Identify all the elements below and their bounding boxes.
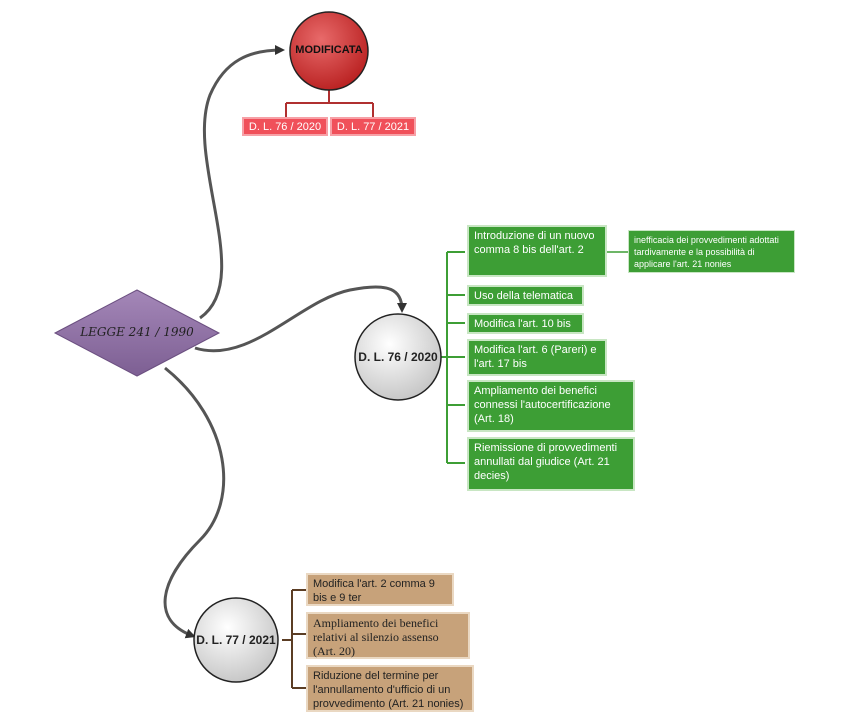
dl77-bracket bbox=[282, 589, 306, 689]
legge-label: LEGGE 241 / 1990 bbox=[80, 325, 194, 339]
connector-to-dl77 bbox=[163, 366, 226, 639]
modificata-label: MODIFICATA bbox=[295, 44, 363, 56]
connector-to-dl76 bbox=[194, 285, 407, 353]
dl77-circle bbox=[193, 597, 279, 683]
legge-diamond bbox=[53, 289, 221, 377]
dl76-item-riemissione: Riemissione di provvedimenti annullati d… bbox=[467, 437, 635, 491]
connector-to-modificata bbox=[199, 45, 285, 320]
modificata-circle bbox=[289, 11, 369, 91]
dl76-item-art6-art17bis: Modifica l'art. 6 (Pareri) e l'art. 17 b… bbox=[467, 339, 607, 376]
dl76-item-comma-8bis: Introduzione di un nuovo comma 8 bis del… bbox=[467, 225, 607, 277]
dl77-label: D. L. 77 / 2021 bbox=[196, 633, 276, 647]
dl76-circle bbox=[354, 313, 442, 401]
dl77-item-annullamento: Riduzione del termine per l'annullamento… bbox=[306, 665, 474, 712]
dl77-item-art2: Modifica l'art. 2 comma 9 bis e 9 ter bbox=[306, 573, 454, 606]
dl76-label: D. L. 76 / 2020 bbox=[358, 350, 438, 364]
modificata-child-dl77: D. L. 77 / 2021 bbox=[330, 117, 416, 136]
dl76-note: inefficacia dei provvedimenti adottati t… bbox=[628, 230, 795, 273]
dl76-item-telematica: Uso della telematica bbox=[467, 285, 584, 306]
modificata-child-dl76: D. L. 76 / 2020 bbox=[242, 117, 328, 136]
dl76-item-autocertificazione: Ampliamento dei benefici connessi l'auto… bbox=[467, 380, 635, 432]
dl76-item-art10bis: Modifica l'art. 10 bis bbox=[467, 313, 584, 334]
modificata-bracket bbox=[285, 88, 374, 117]
dl76-bracket bbox=[440, 251, 465, 464]
dl77-item-silenzio-assenso: Ampliamento dei benefici relativi al sil… bbox=[306, 612, 470, 659]
